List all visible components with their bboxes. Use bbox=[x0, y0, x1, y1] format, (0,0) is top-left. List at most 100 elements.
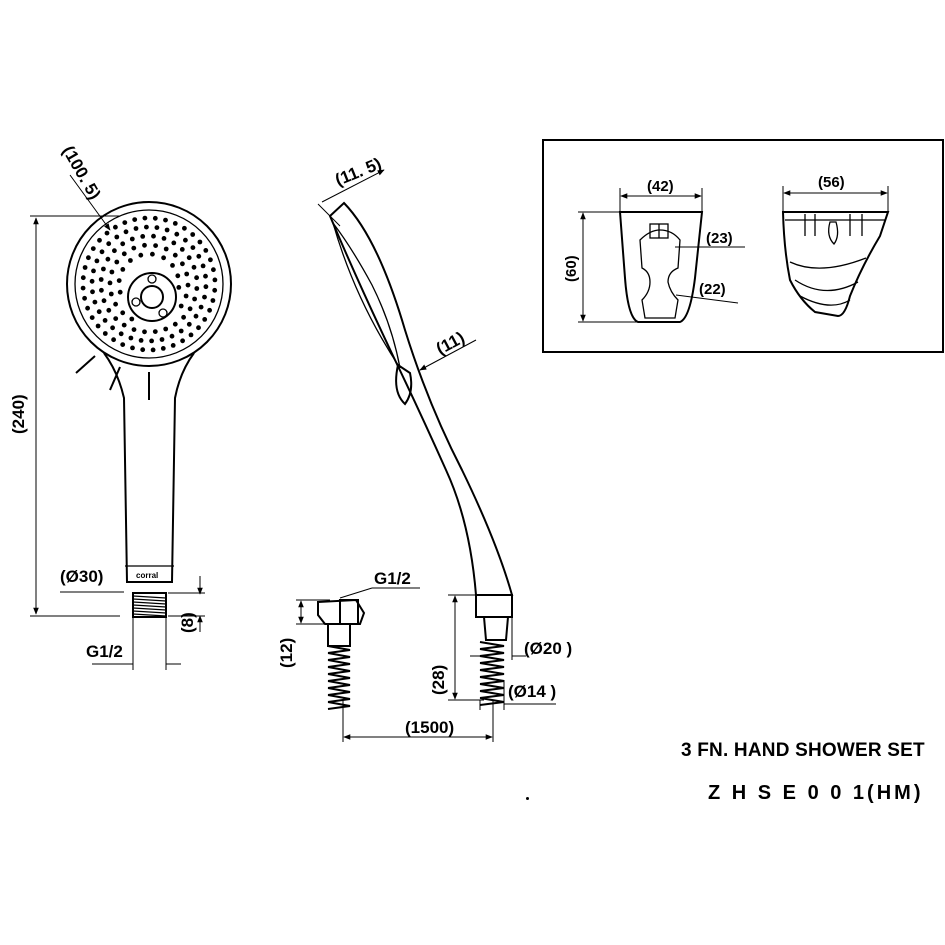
front-view: corral (100. 5) (240) (Ø30) (8) bbox=[9, 143, 232, 670]
nozzle bbox=[105, 256, 111, 262]
hose-coil bbox=[327, 687, 351, 696]
nozzle bbox=[144, 224, 149, 230]
nozzle bbox=[111, 337, 116, 343]
nozzle bbox=[128, 335, 134, 341]
nozzle bbox=[133, 226, 139, 231]
nozzle bbox=[192, 296, 198, 302]
nozzle bbox=[180, 338, 186, 344]
thread-line bbox=[132, 610, 167, 614]
nozzle bbox=[120, 310, 126, 316]
nozzle bbox=[211, 267, 216, 273]
drawing-model: Z H S E 0 0 1(HM) bbox=[708, 782, 924, 804]
hose-coil bbox=[327, 652, 351, 661]
dim-connector-thread: G1/2 bbox=[86, 642, 123, 661]
handle-side-outline bbox=[328, 201, 514, 596]
nozzle bbox=[184, 271, 190, 277]
nozzle bbox=[99, 249, 105, 255]
nozzle bbox=[85, 305, 90, 311]
nozzle bbox=[106, 307, 112, 313]
nozzle bbox=[152, 329, 158, 334]
nozzle bbox=[98, 277, 104, 282]
dim-bracket-lower-hole: (22) bbox=[699, 281, 726, 298]
hose-coil bbox=[327, 701, 351, 710]
dim-bracket-width: (42) bbox=[647, 178, 674, 195]
nozzle bbox=[212, 277, 218, 283]
connector-threads bbox=[132, 595, 167, 617]
nozzle bbox=[161, 236, 167, 241]
nozzle bbox=[202, 317, 208, 322]
nozzle bbox=[122, 220, 128, 226]
nozzle bbox=[175, 273, 181, 279]
nozzle bbox=[89, 315, 95, 320]
thread-line bbox=[132, 601, 167, 605]
thread-line bbox=[132, 607, 167, 611]
nozzle bbox=[86, 255, 91, 261]
nozzle bbox=[104, 230, 110, 236]
nozzle bbox=[202, 294, 207, 300]
center-button-inner bbox=[140, 285, 164, 309]
nozzle bbox=[161, 255, 167, 261]
hose-left-spiral bbox=[327, 645, 351, 710]
nozzle bbox=[154, 225, 160, 231]
nozzle bbox=[194, 275, 200, 281]
nozzle bbox=[210, 298, 216, 303]
nozzle bbox=[198, 304, 204, 310]
nozzle bbox=[152, 215, 158, 221]
dim-bracket-back-width: (56) bbox=[818, 174, 845, 191]
nozzle bbox=[118, 331, 124, 337]
nozzle bbox=[178, 303, 184, 309]
hose-coil bbox=[479, 669, 505, 678]
nozzle bbox=[90, 289, 95, 295]
nozzle bbox=[203, 273, 208, 279]
hose-coil bbox=[479, 662, 505, 671]
nozzle bbox=[186, 255, 192, 261]
hose-right-spiral bbox=[479, 641, 505, 706]
nozzle bbox=[172, 321, 178, 327]
nozzle bbox=[183, 237, 188, 243]
nozzle bbox=[150, 251, 155, 257]
nozzle bbox=[149, 338, 155, 344]
nozzle bbox=[169, 333, 175, 339]
nozzle bbox=[138, 338, 144, 343]
thread-line bbox=[132, 595, 167, 599]
drawing-title: 3 FN. HAND SHOWER SET bbox=[681, 740, 925, 761]
nozzle bbox=[120, 241, 126, 247]
nozzle bbox=[153, 243, 159, 249]
nozzle bbox=[193, 313, 199, 319]
nozzle bbox=[102, 331, 108, 336]
nozzle bbox=[92, 299, 98, 305]
nozzle bbox=[138, 252, 144, 258]
nozzle bbox=[203, 248, 209, 253]
hose-coil bbox=[327, 659, 351, 668]
side-view: (11. 5) (11) G1/2 (12) (1500) (28) (Ø20 … bbox=[277, 154, 572, 742]
hose-coil bbox=[327, 694, 351, 703]
dim-connector-length: (8) bbox=[178, 612, 197, 633]
hose-coil bbox=[327, 645, 351, 654]
nozzle bbox=[163, 326, 169, 332]
nozzle bbox=[140, 347, 146, 353]
detail-frame bbox=[542, 139, 944, 353]
nozzle bbox=[129, 316, 135, 322]
nozzle bbox=[150, 347, 156, 353]
nozzle bbox=[91, 268, 96, 274]
dim-bracket-height: (60) bbox=[563, 255, 580, 282]
nozzle bbox=[132, 217, 138, 223]
nozzle bbox=[130, 345, 135, 351]
nozzle bbox=[120, 267, 126, 272]
nozzle bbox=[164, 227, 170, 233]
nozzle bbox=[172, 221, 178, 226]
nozzle bbox=[174, 231, 180, 237]
nozzle bbox=[197, 239, 203, 245]
nozzle bbox=[196, 253, 202, 259]
hose-coil bbox=[479, 676, 505, 685]
nozzle bbox=[97, 237, 102, 243]
nozzle bbox=[172, 252, 178, 258]
center-button bbox=[127, 272, 177, 322]
nozzle bbox=[96, 309, 102, 315]
nozzle bbox=[171, 240, 177, 246]
selector-tab bbox=[109, 366, 121, 391]
nozzle bbox=[113, 316, 119, 321]
nozzle bbox=[187, 306, 193, 312]
nozzle bbox=[114, 259, 120, 265]
